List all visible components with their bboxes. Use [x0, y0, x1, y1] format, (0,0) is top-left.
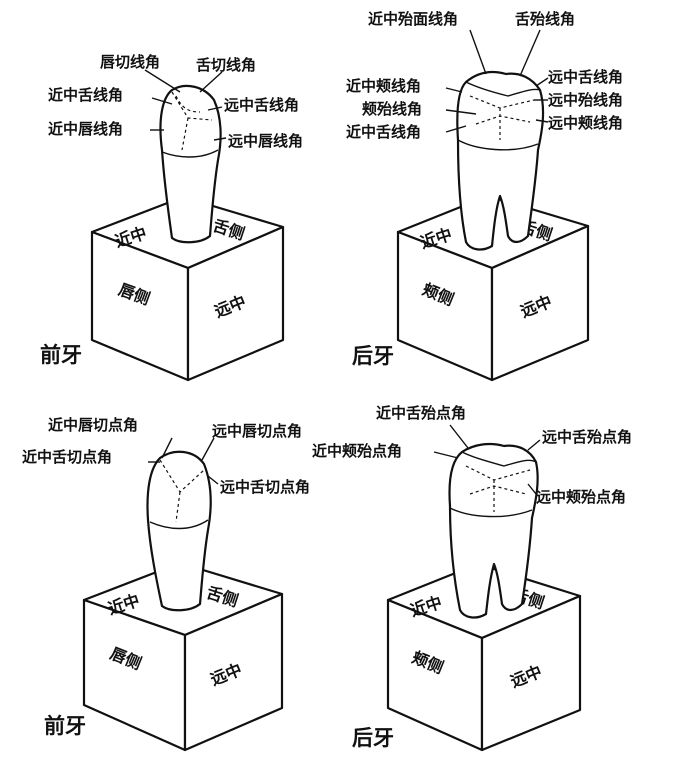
bl-label-mesio-labio-incisal-point-angle: 近中唇切点角: [48, 416, 139, 434]
tr-caption: 后牙: [352, 344, 394, 368]
tl-label-disto-lingual-line-angle: 远中舌线角: [224, 96, 300, 114]
tl-label-linguo-incisal-line-angle: 舌切线角: [196, 56, 257, 74]
br-label-disto-bucco-occlusal-point-angle: 远中颊殆点角: [536, 488, 627, 506]
bl-caption: 前牙: [44, 714, 86, 738]
tl-label-disto-labial-line-angle: 远中唇线角: [228, 132, 304, 150]
tl-label-mesio-labial-line-angle: 近中唇线角: [48, 120, 124, 138]
bl-label-disto-linguo-incisal-point-angle: 远中舌切点角: [220, 478, 311, 496]
tr-label-disto-occlusal-line-angle: 远中殆线角: [548, 91, 624, 109]
br-label-mesio-linguo-occlusal-point-angle: 近中舌殆点角: [376, 404, 467, 422]
bl-label-disto-labio-incisal-point-angle: 远中唇切点角: [212, 422, 303, 440]
tr-tooth: [456, 71, 545, 251]
tr-label-mesio-buccal-line-angle: 近中颊线角: [346, 77, 422, 95]
bl-block: 近中 舌侧 唇侧 远中: [82, 561, 284, 752]
bl-label-mesio-linguo-incisal-point-angle: 近中舌切点角: [22, 448, 113, 466]
tl-block: 近中 舌侧 唇侧 远中: [90, 195, 285, 382]
br-tooth: [448, 442, 539, 619]
tl-label-mesio-lingual-line-angle: 近中舌线角: [48, 86, 124, 104]
tr-label-mesio-lingual-line-angle: 近中舌线角: [346, 123, 422, 141]
bl-tooth: [146, 450, 212, 612]
leader-lines: [144, 29, 549, 495]
tr-label-linguo-occlusal-line-angle: 舌殆线角: [515, 10, 576, 28]
tr-label-disto-lingual-line-angle: 远中舌线角: [548, 68, 624, 86]
tr-label-bucco-occlusal-line-angle: 颊殆线角: [362, 100, 423, 118]
tr-label-mesio-occlusal-line-angle: 近中殆面线角: [368, 10, 459, 28]
br-caption: 后牙: [352, 726, 394, 750]
tr-block: 近中 舌侧 颊侧 远中: [396, 194, 590, 382]
br-block: 近中 舌侧 颊侧 远中: [386, 562, 582, 752]
tl-caption: 前牙: [40, 343, 82, 367]
tl-tooth: [159, 84, 222, 244]
br-label-disto-linguo-occlusal-point-angle: 远中舌殆点角: [542, 428, 633, 446]
tr-label-disto-buccal-line-angle: 远中颊线角: [548, 114, 624, 132]
tl-label-labio-incisal-line-angle: 唇切线角: [100, 53, 161, 71]
br-label-mesio-bucco-occlusal-point-angle: 近中颊殆点角: [312, 442, 403, 460]
